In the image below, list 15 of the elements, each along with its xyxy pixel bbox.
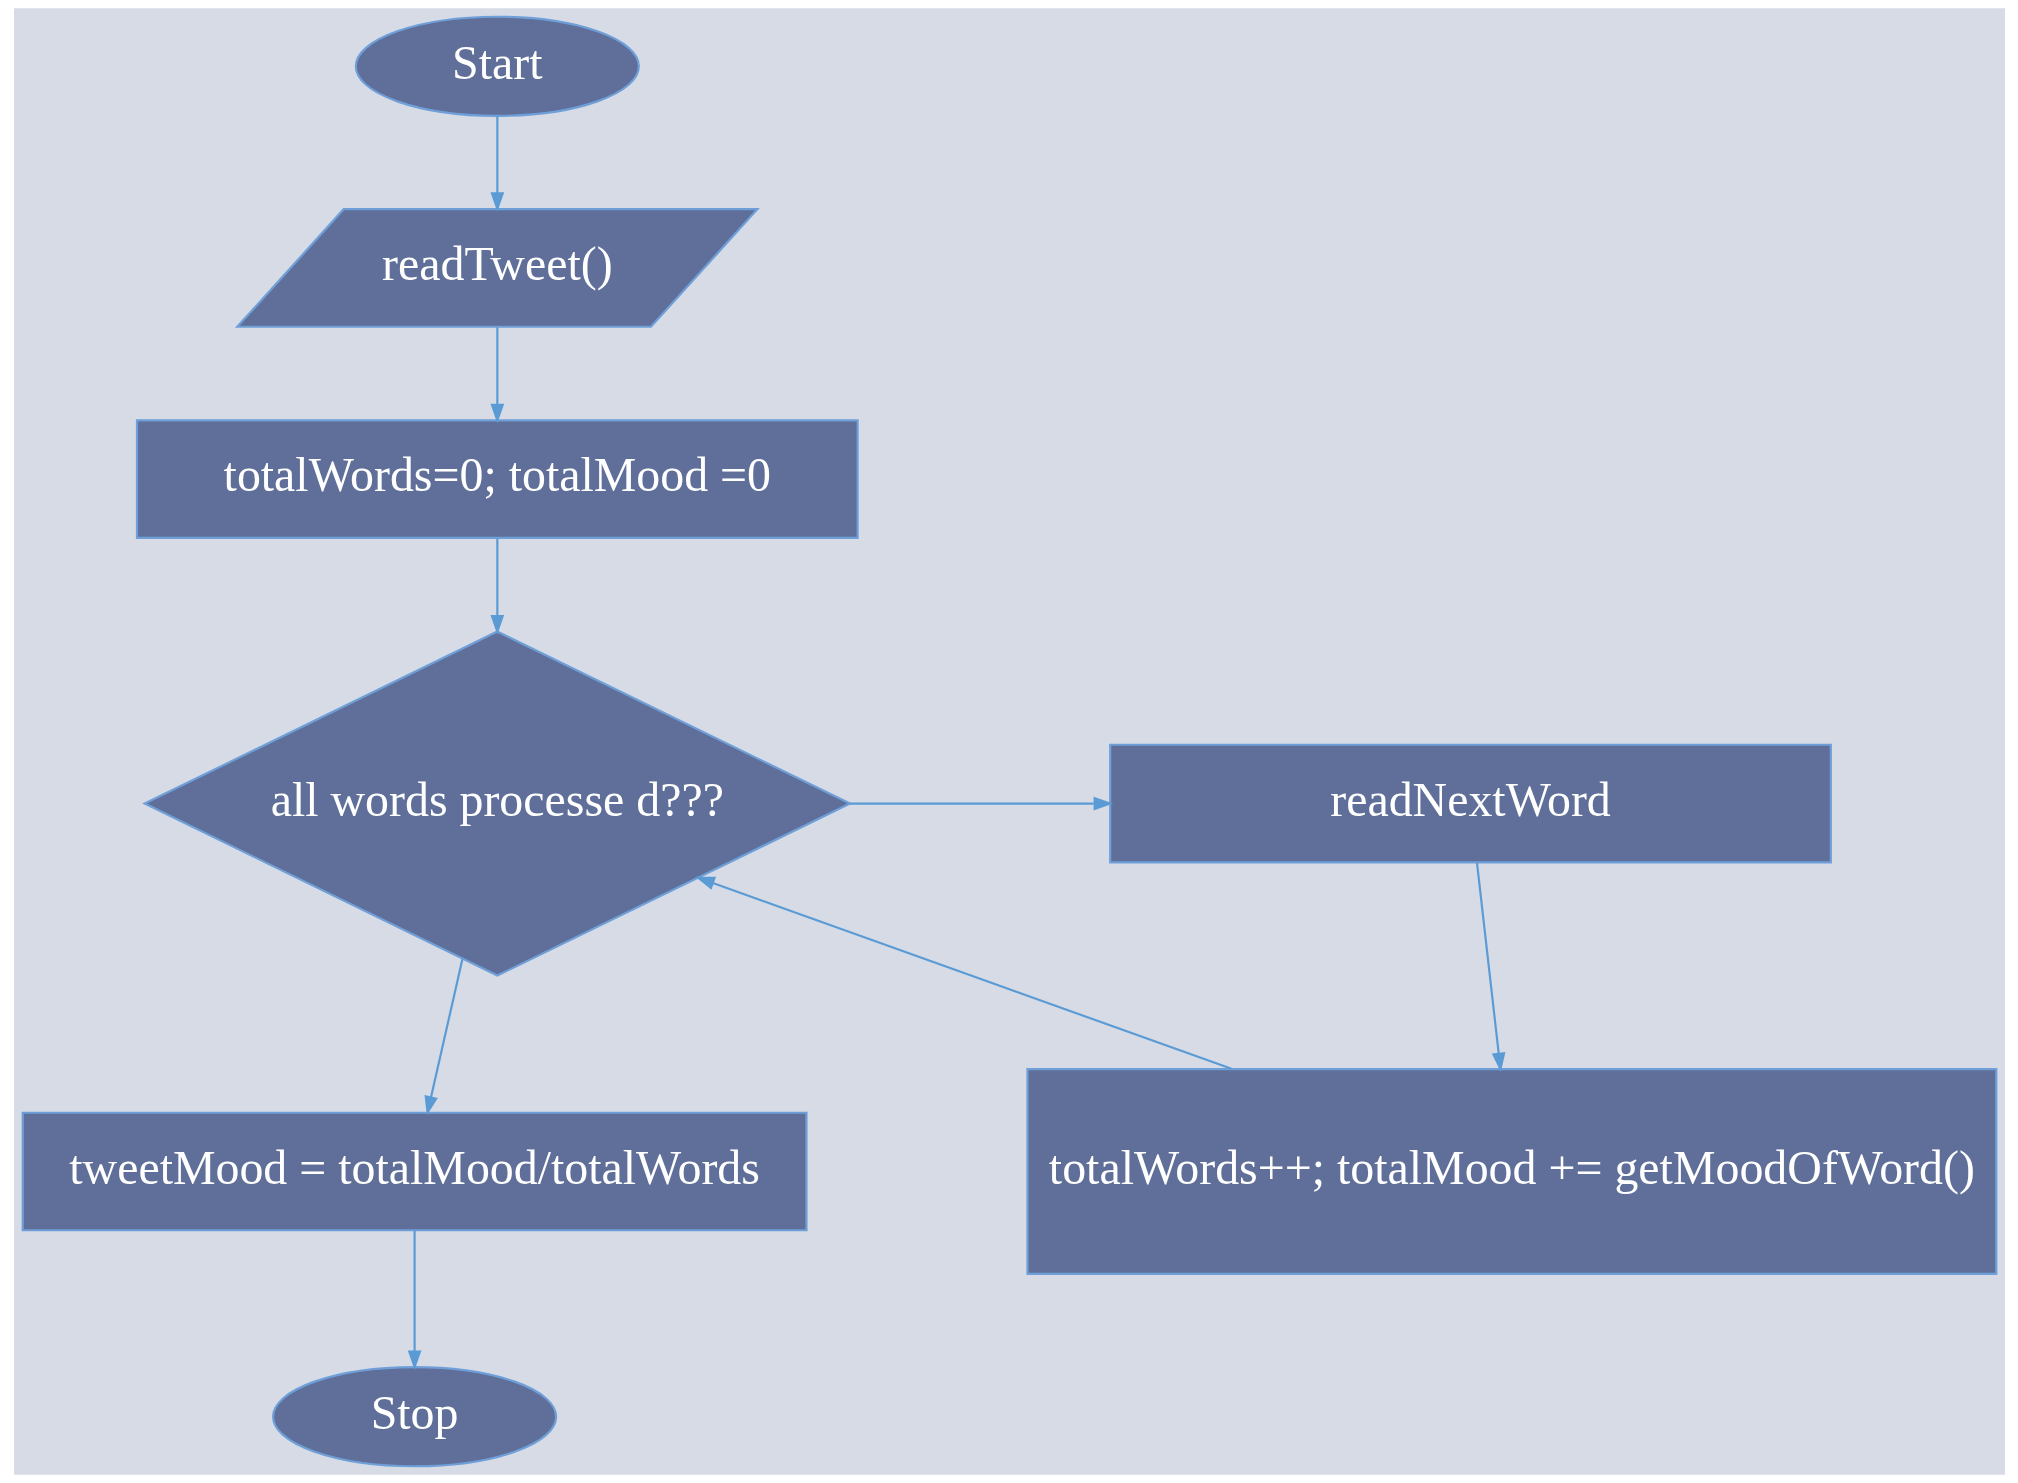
arrow	[489, 116, 504, 212]
arrow	[849, 796, 1113, 811]
node-box: totalWords++; totalMood += getMoodOfWord()	[1025, 1068, 1997, 1275]
arrow	[1475, 862, 1505, 1073]
node-box: totalWords=0; totalMood =0	[135, 419, 859, 540]
arrow	[407, 1230, 421, 1371]
node-ellipse: Stop	[271, 1366, 557, 1468]
node-box: tweetMood = totalMood/totalWords	[21, 1111, 808, 1232]
node-ellipse: Start	[354, 15, 640, 117]
arrow	[489, 538, 504, 635]
arrow	[489, 327, 504, 424]
node-box: readNextWord	[1108, 743, 1832, 864]
node-diamond: all words processe d???	[141, 630, 852, 977]
arrow	[694, 876, 1232, 1070]
arrow	[424, 958, 464, 1116]
